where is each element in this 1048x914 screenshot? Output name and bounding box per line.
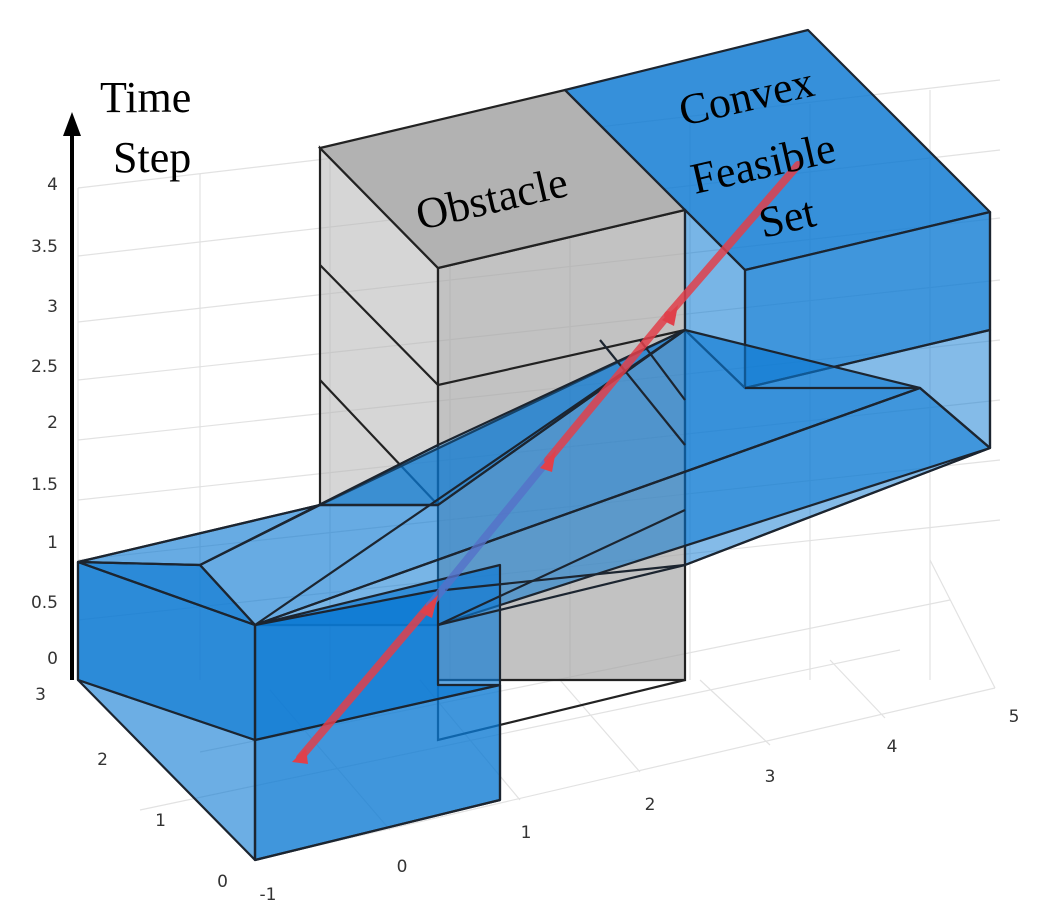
x-tick-label: 4 xyxy=(887,737,898,757)
x-tick-label: 1 xyxy=(521,823,532,843)
axis-arrowhead xyxy=(63,112,81,136)
x-tick-label: 0 xyxy=(397,857,408,877)
x-tick-label: 5 xyxy=(1009,707,1020,727)
y-tick-label: 1 xyxy=(155,811,166,831)
time-step-axis xyxy=(63,112,81,680)
trajectory xyxy=(292,161,802,764)
trajectory-arrowhead xyxy=(292,748,308,764)
axis-title-step: Step xyxy=(113,133,191,182)
z-tick-label: 4 xyxy=(47,175,58,195)
x-tick-label: -1 xyxy=(260,885,277,905)
x-axis-ticks: -1 0 1 2 3 4 5 xyxy=(260,707,1020,905)
z-tick-label: 3 xyxy=(47,297,58,317)
z-tick-label: 1.5 xyxy=(31,475,58,495)
feasible-set-polytope xyxy=(76,28,992,862)
trajectory-arrowhead xyxy=(420,595,438,618)
trajectory-segment-2 xyxy=(426,456,552,609)
z-axis-ticks: 4 3.5 3 2.5 2 1.5 1 0.5 0 xyxy=(31,175,58,669)
z-tick-label: 2 xyxy=(47,413,58,433)
y-tick-label: 0 xyxy=(217,872,228,892)
x-tick-label: 2 xyxy=(645,795,656,815)
trajectory-segment-1 xyxy=(296,601,434,762)
trajectory-segment-4 xyxy=(664,161,802,319)
z-tick-label: 3.5 xyxy=(31,237,58,257)
z-tick-label: 2.5 xyxy=(31,357,58,377)
trajectory-segment-3 xyxy=(544,311,672,464)
z-tick-label: 0.5 xyxy=(31,593,58,613)
trajectory-arrowhead xyxy=(662,305,678,326)
y-axis-ticks: 3 2 1 0 xyxy=(35,685,228,892)
axis-title-time: Time xyxy=(100,73,191,122)
y-tick-label: 2 xyxy=(97,750,108,770)
x-tick-label: 3 xyxy=(765,767,776,787)
z-tick-label: 1 xyxy=(47,533,58,553)
trajectory-arrowhead xyxy=(540,450,556,472)
z-tick-label: 0 xyxy=(47,649,58,669)
y-tick-label: 3 xyxy=(35,685,46,705)
